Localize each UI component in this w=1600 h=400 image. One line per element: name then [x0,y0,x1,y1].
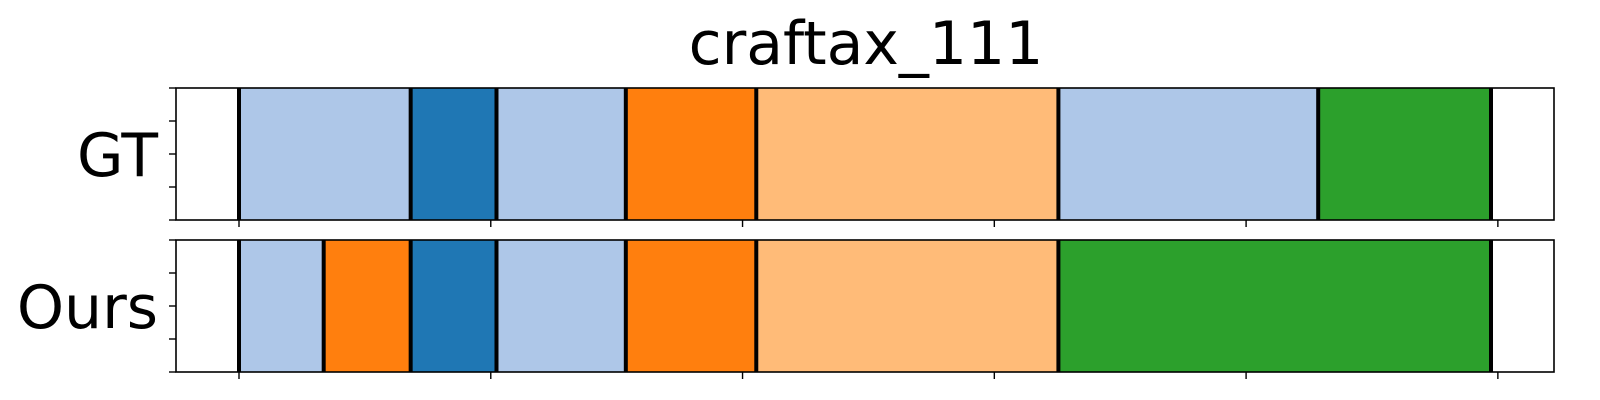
segment-bar [410,240,497,372]
segment-bar [756,240,1059,372]
segment-bar [239,240,324,372]
segment-bar [323,240,411,372]
row-gt: GT [77,87,1555,227]
segment-bar [239,88,411,220]
segment-bar [1058,240,1491,372]
segment-bar [625,240,757,372]
segment-bar [496,240,626,372]
segment-bar [756,88,1059,220]
chart-title: craftax_111 [689,9,1044,79]
row-label: GT [77,121,158,191]
segment-bar [1318,88,1491,220]
segment-bar [1058,88,1319,220]
segment-bar [496,88,626,220]
segment-bar [410,88,497,220]
row-ours: Ours [17,239,1555,379]
row-label: Ours [17,273,158,343]
segment-bar [625,88,757,220]
